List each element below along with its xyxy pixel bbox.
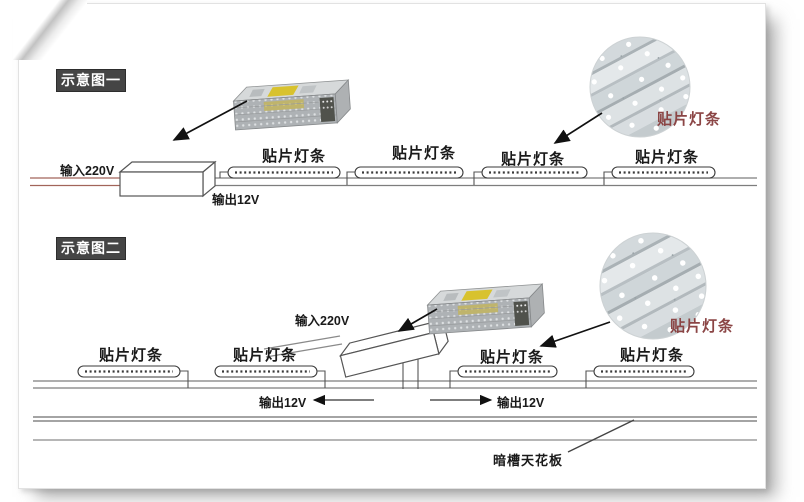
closeup-label-1: 贴片灯条 [657,111,722,128]
led-strip [219,166,341,179]
power-supply-photo-2 [426,283,546,335]
led-strip [449,365,558,388]
strip-label: 贴片灯条 [500,151,566,168]
led-strips-diagram1 [219,166,716,185]
ceiling-label: 暗槽天花板 [493,453,564,468]
diagram2-input-label: 输入220V [295,314,350,328]
led-strip [603,166,716,185]
led-strip-closeup-photo-2 [572,209,734,362]
led-strip [346,166,464,185]
diagram2-wires [33,335,757,389]
led-strip [585,365,695,388]
strip-label: 贴片灯条 [479,349,545,366]
arrow-psu-to-box-2 [397,308,438,332]
strip-label: 贴片灯条 [232,347,298,364]
strip-label: 贴片灯条 [634,149,700,166]
page-corner-fold [13,0,87,60]
led-strips-diagram2 [77,365,695,388]
closeup-label-2: 贴片灯条 [670,318,735,335]
ceiling-pointer-line [567,419,635,453]
led-strip [473,166,588,185]
power-converter-box-1 [118,160,217,198]
led-strip-closeup-photo-1 [564,15,717,160]
strip-label: 贴片灯条 [98,347,164,364]
led-strip [77,365,189,388]
strip-label: 贴片灯条 [619,347,685,364]
diagram1-badge: 示意图一 [56,69,126,92]
strip-label: 贴片灯条 [261,148,327,165]
arrow-closeup-to-strip-1 [553,112,603,144]
strip-label: 贴片灯条 [391,145,457,162]
arrow-psu-to-box-1 [172,100,248,141]
led-strip [214,365,326,388]
ceiling-lines [33,416,757,453]
diagram2-output-right-label: 输出12V [497,396,545,410]
arrow-closeup-to-strip-2 [539,321,611,348]
diagram2-badge: 示意图二 [56,237,126,260]
power-supply-photo-1 [232,79,352,131]
diagram1-output-label: 输出12V [212,193,260,207]
diagram1-input-label: 输入220V [60,164,115,178]
diagram2-output-left-label: 输出12V [259,396,307,410]
